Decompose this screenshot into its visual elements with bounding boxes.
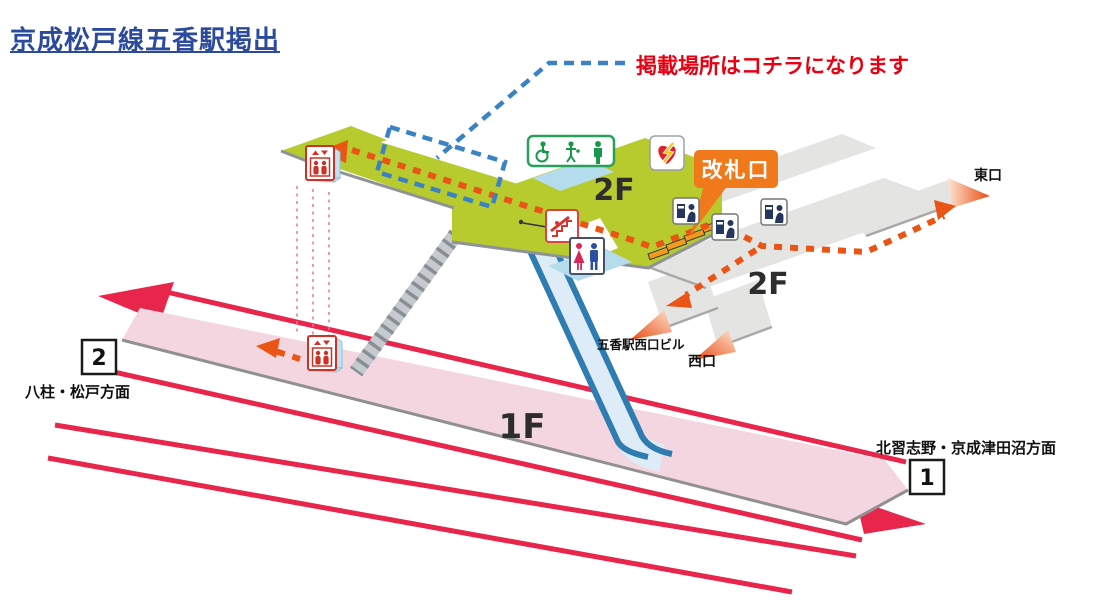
stairs: [349, 229, 463, 377]
escalator-icon: [545, 209, 579, 243]
ticket-machine-icon: [711, 213, 739, 241]
west-building-exit-arrow: [630, 310, 672, 340]
ticket-machine-icon: [760, 198, 788, 226]
direction-matsudo-label: 八柱・松戸方面: [24, 383, 130, 401]
route-west-branch: [684, 247, 758, 298]
callout-box: [694, 150, 778, 188]
escalator-icon-leader-dot: [518, 219, 524, 225]
ticket-gate-label: 改札口: [702, 158, 771, 182]
platform-2-sign: 2: [80, 338, 118, 376]
highlight-leader-line: [435, 60, 625, 160]
ticket-gate-callout: 改札口: [690, 150, 778, 236]
floor-2f-free-label: 2F: [747, 267, 788, 302]
callout-tail: [690, 185, 728, 236]
platform-1f-edge: [121, 338, 909, 526]
concourse-edges: [639, 200, 961, 349]
accessible-restroom-sign: [526, 134, 616, 168]
aed-icon: [649, 135, 685, 171]
posting-location-highlight: [374, 60, 625, 210]
route-arrow-to-elevator-1f: [256, 338, 280, 358]
east-exit-arrow: [948, 178, 990, 208]
posting-location-annotation: 掲載場所はコチラになります: [636, 54, 909, 78]
ticket-machine-icons: [672, 197, 788, 241]
elevator-icon-2f: [305, 145, 342, 183]
track-rail: [54, 422, 857, 559]
east-exit-label: 東口: [974, 167, 1002, 184]
concourse-2f-free-area: 2F: [630, 134, 990, 360]
track-rail: [161, 288, 907, 465]
route-arrow-to-west-building: [666, 292, 692, 308]
platform-1-number: 1: [919, 466, 934, 491]
route-arrow-to-east-exit: [934, 200, 956, 220]
platform-1-sign: 1: [908, 458, 946, 496]
platform-2-number: 2: [91, 346, 106, 371]
elevator-icon-1f: [307, 335, 344, 373]
floor-1f-label: 1F: [499, 407, 546, 447]
elevator-shaft-lines: [296, 186, 330, 343]
escalator: [503, 187, 673, 472]
direction-tsudanuma-label: 北習志野・京成津田沼方面: [876, 439, 1056, 457]
west-building-label: 五香駅西口ビル: [597, 337, 685, 352]
page-title: 京成松戸線五香駅掲出: [10, 26, 281, 56]
track-rail: [47, 455, 793, 595]
escalator-icon-leader: [522, 222, 548, 228]
west-exit-label: 西口: [688, 354, 716, 370]
west-exit-arrow: [694, 330, 736, 360]
route-1f: [271, 347, 301, 362]
ticket-machine-icon: [672, 197, 700, 225]
restroom-icon: [569, 237, 605, 275]
floor-2f-paid-label: 2F: [593, 173, 634, 208]
track-rail: [113, 369, 863, 543]
